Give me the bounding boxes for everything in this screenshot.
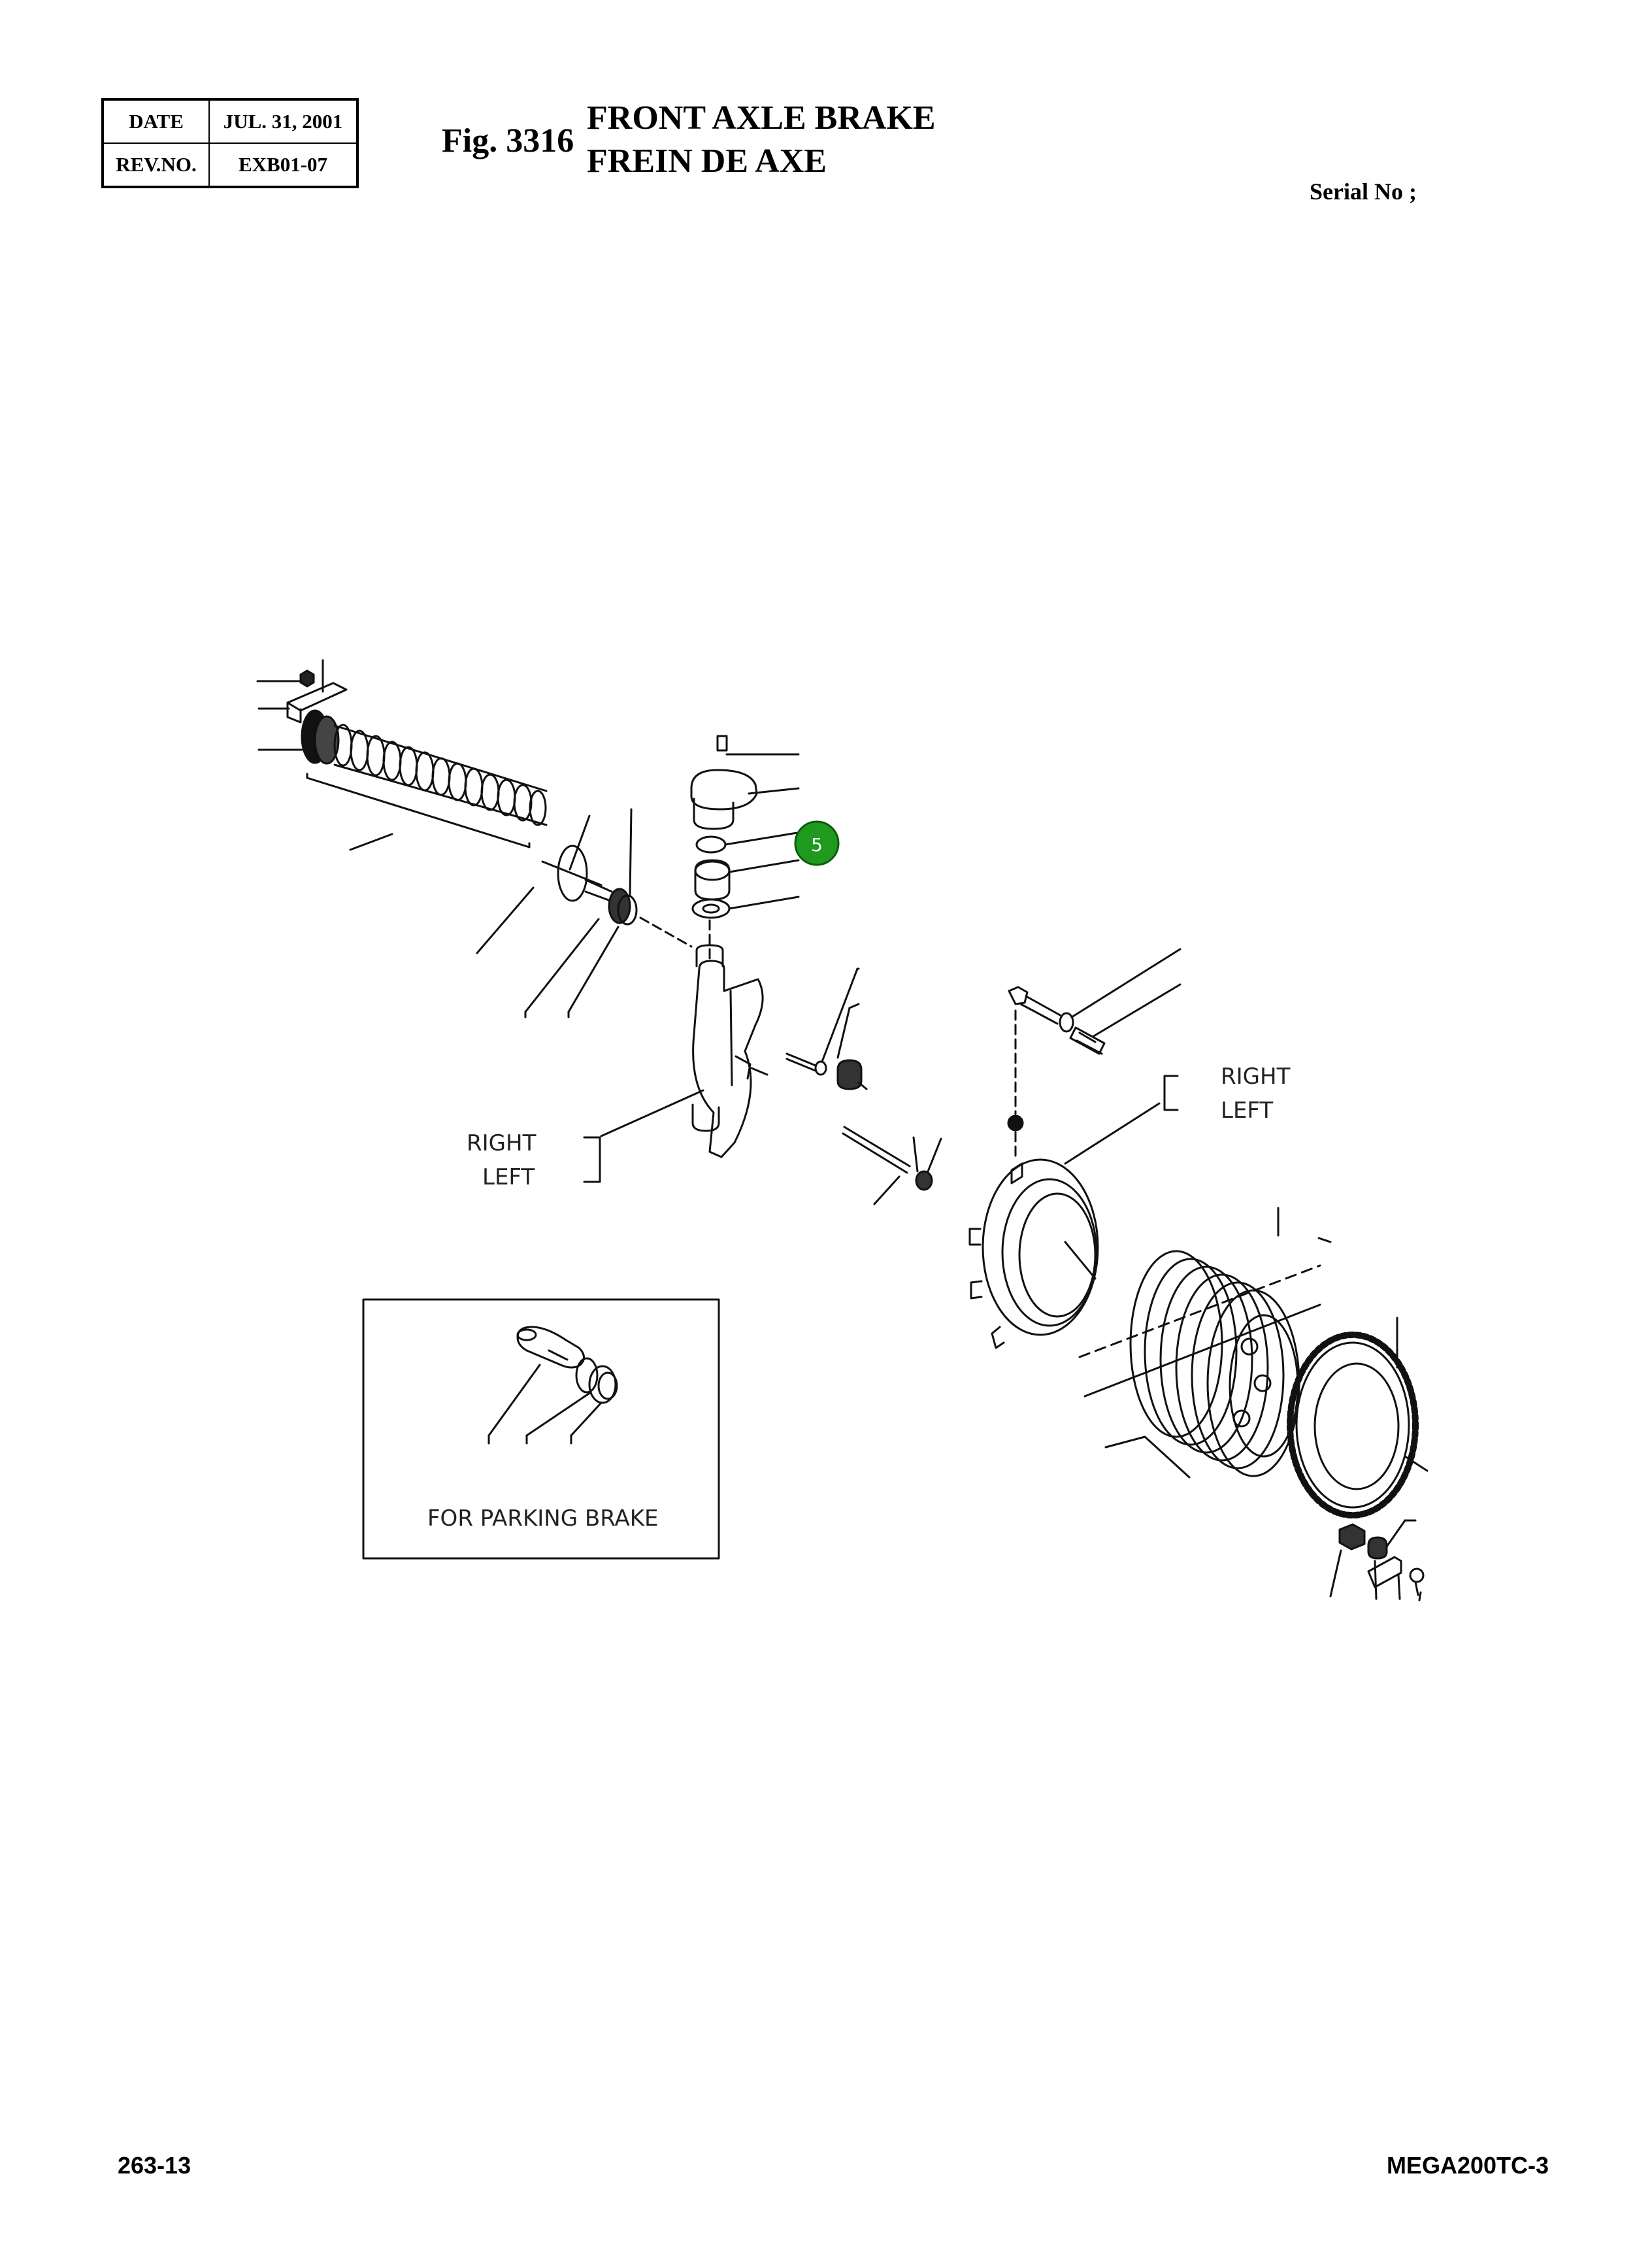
figure-number: Fig. 3316 [442, 122, 574, 159]
friction-disc-pack [1078, 1207, 1332, 1479]
adjuster-pins [785, 967, 942, 1205]
page-code: 263-13 [118, 2152, 191, 2179]
brake-pressure-plate [968, 1158, 1099, 1349]
brake-cam-column [690, 735, 800, 1158]
model-code: MEGA200TC-3 [1386, 2152, 1549, 2179]
label-right-1: RIGHT [467, 1130, 537, 1156]
date-value: JUL. 31, 2001 [208, 99, 358, 144]
parking-brake-inset [362, 1298, 720, 1560]
coil-spring [333, 724, 548, 826]
figure-title-en: FRONT AXLE BRAKE [587, 99, 936, 137]
parking-brake-parts [487, 1326, 618, 1445]
callout-5[interactable]: 5 [794, 820, 840, 866]
label-left-2: LEFT [1221, 1098, 1273, 1124]
serial-label: Serial No ; [1310, 178, 1417, 205]
bleeder-parts [1329, 1519, 1425, 1602]
side-bracket-2 [1064, 1075, 1179, 1165]
label-right-2: RIGHT [1221, 1064, 1291, 1090]
side-bracket-1 [583, 1089, 704, 1183]
figure-title-fr: FREIN DE AXE [587, 143, 827, 180]
figure-title: FRONT AXLE BRAKE FREIN DE AXE [587, 97, 936, 183]
rev-label: REV.NO. [102, 143, 210, 188]
date-label: DATE [102, 99, 210, 144]
rev-value: EXB01-07 [208, 143, 358, 188]
brake-spring-assembly [256, 659, 693, 1018]
callout-number: 5 [811, 834, 823, 856]
inset-caption: FOR PARKING BRAKE [427, 1505, 658, 1532]
revision-table: DATE JUL. 31, 2001 REV.NO. EXB01-07 [101, 98, 359, 188]
return-bolt-spring [1007, 948, 1181, 1157]
label-left-1: LEFT [482, 1164, 535, 1190]
toothed-ring-gear [1287, 1317, 1429, 1518]
